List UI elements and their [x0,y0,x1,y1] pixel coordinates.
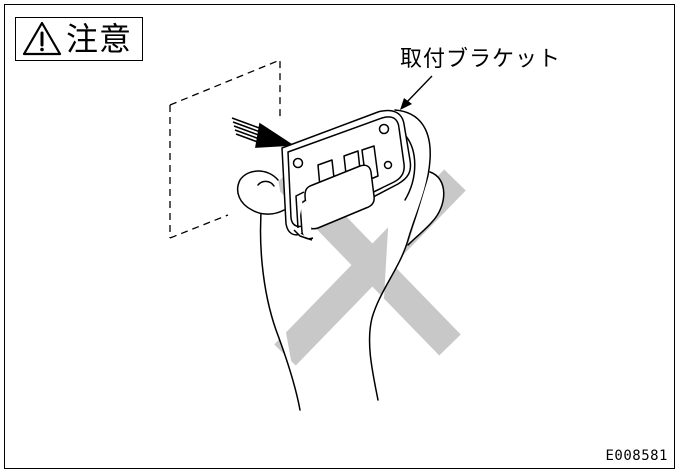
figure-code: E008581 [605,448,668,464]
bracket-label: 取付ブラケット [400,47,562,72]
wall-outline-icon [169,59,281,239]
push-arrow-icon [231,117,295,148]
leader-arrow [400,75,433,110]
warning-triangle-icon [22,21,62,56]
caution-label: 注意 [66,20,133,58]
caution-box: 注意 [15,17,143,61]
mounting-bracket-icon [281,109,412,241]
